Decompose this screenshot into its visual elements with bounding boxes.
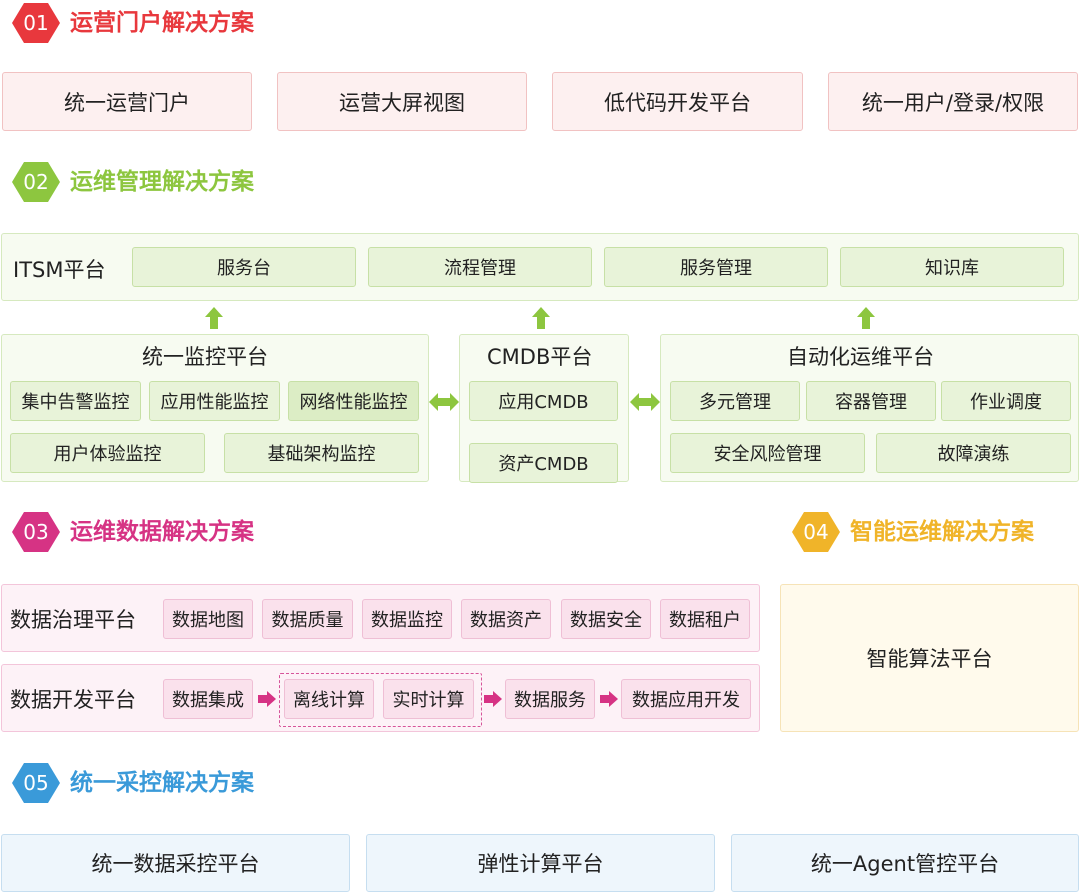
itsm-item: 知识库 xyxy=(840,247,1064,287)
itsm-item: 服务管理 xyxy=(604,247,828,287)
collection-item: 弹性计算平台 xyxy=(366,834,715,892)
section-number-badge: 03 xyxy=(12,512,60,552)
itsm-title: ITSM平台 xyxy=(13,258,106,282)
section-number-badge: 01 xyxy=(12,3,60,43)
automation-title: 自动化运维平台 xyxy=(787,345,934,369)
bidirectional-arrow-icon xyxy=(429,393,459,411)
development-item: 实时计算 xyxy=(383,679,474,719)
portal-item: 运营大屏视图 xyxy=(277,72,527,131)
section-title: 智能运维解决方案 xyxy=(850,519,1034,545)
development-item: 离线计算 xyxy=(284,679,374,719)
section-title: 运维数据解决方案 xyxy=(70,519,254,545)
monitor-item: 网络性能监控 xyxy=(288,381,419,421)
development-item: 数据服务 xyxy=(505,679,595,719)
monitor-item: 集中告警监控 xyxy=(10,381,141,421)
portal-item: 低代码开发平台 xyxy=(552,72,803,131)
development-title: 数据开发平台 xyxy=(10,688,136,712)
automation-item: 安全风险管理 xyxy=(670,433,865,473)
bidirectional-arrow-icon xyxy=(630,393,660,411)
portal-item: 统一用户/登录/权限 xyxy=(828,72,1078,131)
collection-item: 统一Agent管控平台 xyxy=(731,834,1079,892)
ai-algorithm-panel: 智能算法平台 xyxy=(780,584,1079,732)
compute-group xyxy=(279,673,482,727)
governance-item: 数据地图 xyxy=(163,599,253,639)
section-title: 运营门户解决方案 xyxy=(70,10,254,36)
cmdb-item: 资产CMDB xyxy=(469,443,618,483)
up-arrow-icon xyxy=(857,307,875,329)
right-arrow-icon xyxy=(484,691,502,707)
governance-item: 数据资产 xyxy=(461,599,551,639)
section-number-badge: 04 xyxy=(792,512,840,552)
governance-item: 数据租户 xyxy=(660,599,750,639)
section-title: 运维管理解决方案 xyxy=(70,169,254,195)
monitor-item: 应用性能监控 xyxy=(149,381,280,421)
section-number-badge: 02 xyxy=(12,162,60,202)
cmdb-item: 应用CMDB xyxy=(469,381,618,421)
up-arrow-icon xyxy=(205,307,223,329)
portal-item: 统一运营门户 xyxy=(2,72,252,131)
development-item: 数据应用开发 xyxy=(621,679,751,719)
monitor-item: 基础架构监控 xyxy=(224,433,419,473)
section-number-badge: 05 xyxy=(12,763,60,803)
automation-item: 容器管理 xyxy=(806,381,936,421)
governance-item: 数据质量 xyxy=(262,599,353,639)
development-item: 数据集成 xyxy=(163,679,253,719)
itsm-item: 服务台 xyxy=(132,247,356,287)
automation-item: 作业调度 xyxy=(941,381,1071,421)
collection-item: 统一数据采控平台 xyxy=(1,834,350,892)
automation-item: 多元管理 xyxy=(670,381,800,421)
automation-item: 故障演练 xyxy=(876,433,1071,473)
monitor-item: 用户体验监控 xyxy=(10,433,205,473)
right-arrow-icon xyxy=(600,691,618,707)
governance-title: 数据治理平台 xyxy=(10,608,136,632)
governance-item: 数据监控 xyxy=(362,599,452,639)
itsm-item: 流程管理 xyxy=(368,247,592,287)
monitor-title: 统一监控平台 xyxy=(142,345,268,369)
cmdb-title: CMDB平台 xyxy=(487,345,593,369)
governance-item: 数据安全 xyxy=(561,599,651,639)
section-title: 统一采控解决方案 xyxy=(70,770,254,796)
up-arrow-icon xyxy=(532,307,550,329)
right-arrow-icon xyxy=(258,691,276,707)
